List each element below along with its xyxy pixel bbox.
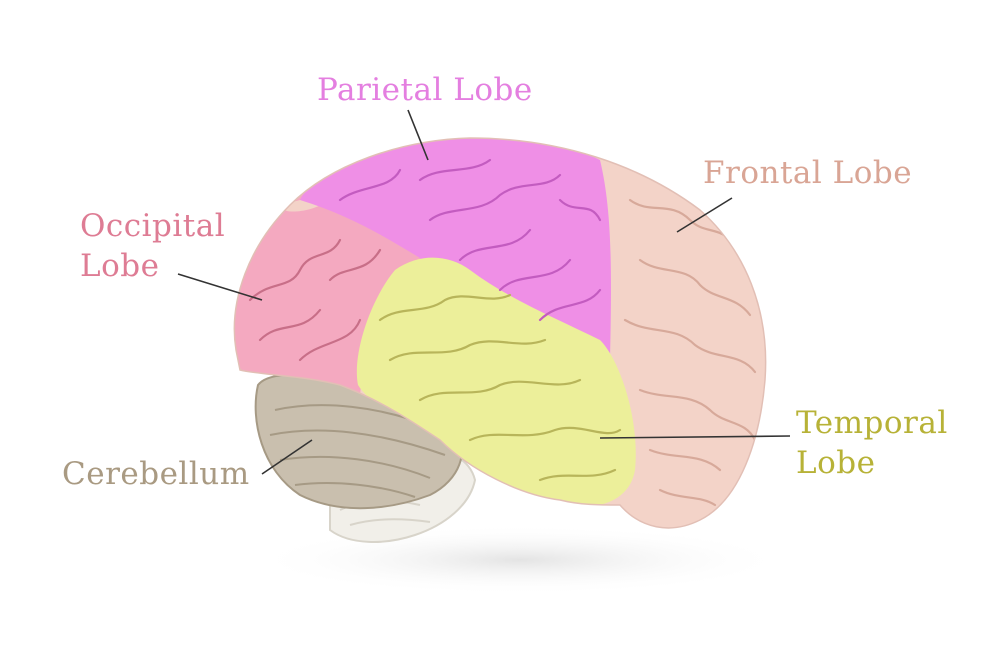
cerebellum-label: Cerebellum — [62, 454, 250, 494]
occipital-lobe-text-line2: Lobe — [80, 248, 160, 284]
reflection-shadow — [250, 525, 790, 595]
parietal-lobe-label: Parietal Lobe — [317, 70, 533, 110]
temporal-leader-line — [599, 435, 791, 439]
parietal-lobe-text: Parietal Lobe — [317, 72, 533, 108]
occipital-leader-line — [177, 273, 263, 301]
occipital-lobe-text-line1: Occipital — [80, 208, 226, 244]
frontal-lobe-text: Frontal Lobe — [703, 155, 913, 191]
temporal-lobe-region — [356, 257, 636, 507]
temporal-lobe-text-line1: Temporal — [796, 405, 948, 441]
cerebellum-leader-line — [261, 439, 313, 475]
parietal-leader-line — [407, 109, 429, 161]
frontal-leader-line — [676, 197, 733, 233]
parietal-lobe-region — [300, 138, 611, 360]
cerebrum-outline — [233, 137, 767, 529]
temporal-lobe-text-line2: Lobe — [796, 445, 876, 481]
occipital-lobe-label: Occipital Lobe — [80, 206, 225, 286]
frontal-lobe-label: Frontal Lobe — [703, 153, 912, 193]
cerebellum-text: Cerebellum — [62, 456, 250, 492]
temporal-lobe-label: Temporal Lobe — [796, 403, 948, 483]
